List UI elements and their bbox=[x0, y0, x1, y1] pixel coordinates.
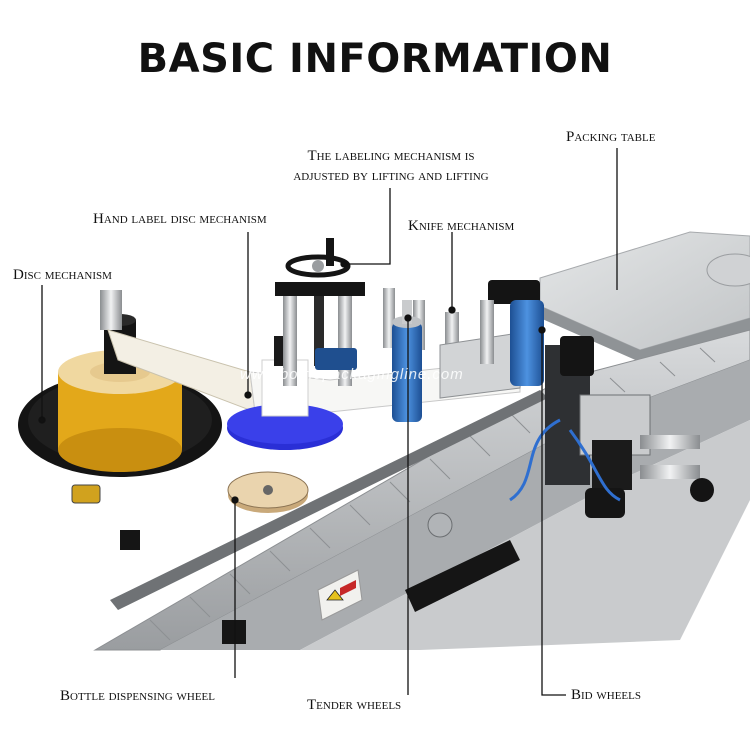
packing-table bbox=[539, 231, 750, 362]
page-title: BASIC INFORMATION bbox=[137, 36, 613, 82]
callout-bid-wheels: Bid wheels bbox=[571, 687, 641, 703]
callout-labeling-mechanism-line1: The labeling mechanism is bbox=[307, 148, 475, 164]
bid-wheels bbox=[509, 336, 714, 518]
callout-disc-mechanism: Disc mechanism bbox=[13, 267, 112, 283]
disc-mechanism bbox=[18, 290, 222, 504]
callout-knife-mechanism: Knife mechanism bbox=[408, 218, 515, 234]
callout-hand-label-disc: Hand label disc mechanism bbox=[93, 211, 267, 227]
callout-bottle-dispensing-wheel: Bottle dispensing wheel bbox=[60, 688, 215, 704]
callout-labeling-mechanism-line2: adjusted by lifting and lifting bbox=[293, 168, 489, 184]
callout-lines bbox=[38, 148, 618, 696]
watermark: www.bottlepackagingline.com bbox=[240, 366, 464, 383]
callout-packing-table: Packing table bbox=[566, 129, 656, 145]
labeling-head bbox=[275, 238, 365, 386]
knife-mechanism bbox=[383, 280, 544, 422]
callout-tender-wheels: Tender wheels bbox=[307, 697, 402, 713]
bottle-dispensing-wheel bbox=[120, 471, 309, 644]
